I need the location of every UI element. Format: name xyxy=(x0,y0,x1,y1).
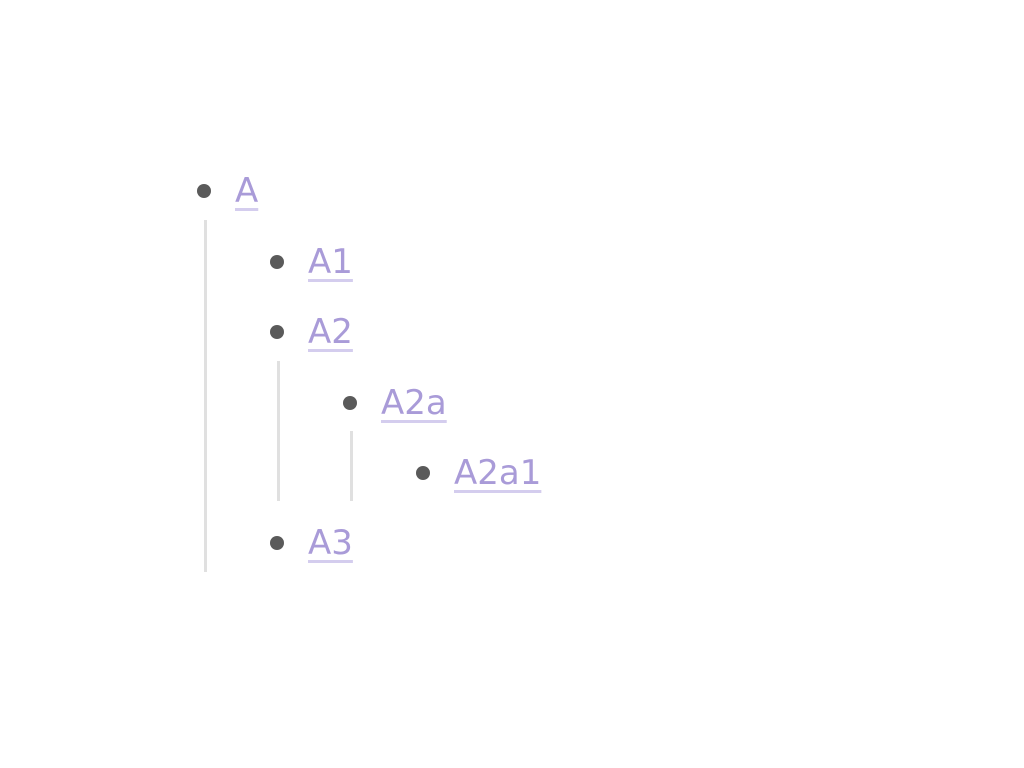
link-a2a1[interactable]: A2a1 xyxy=(454,453,542,493)
list-item-a2a1: A2a1 xyxy=(416,453,541,493)
bullet-icon xyxy=(270,255,284,269)
list-item-a2: A2 xyxy=(270,312,353,352)
list-item-a2a: A2a xyxy=(343,383,447,423)
link-a[interactable]: A xyxy=(235,171,259,211)
bullet-icon xyxy=(270,536,284,550)
indent-guide-level-3 xyxy=(350,431,353,501)
link-a1[interactable]: A1 xyxy=(308,242,353,282)
list-item-a3: A3 xyxy=(270,523,353,563)
indent-guide-level-2 xyxy=(277,361,280,501)
bullet-icon xyxy=(197,184,211,198)
bullet-icon xyxy=(343,396,357,410)
list-item-a: A xyxy=(197,171,258,211)
link-a2[interactable]: A2 xyxy=(308,312,353,352)
indent-guide-level-1 xyxy=(204,220,207,572)
bullet-icon xyxy=(270,325,284,339)
link-a2a[interactable]: A2a xyxy=(381,383,447,423)
link-a3[interactable]: A3 xyxy=(308,523,353,563)
bullet-icon xyxy=(416,466,430,480)
list-item-a1: A1 xyxy=(270,242,353,282)
